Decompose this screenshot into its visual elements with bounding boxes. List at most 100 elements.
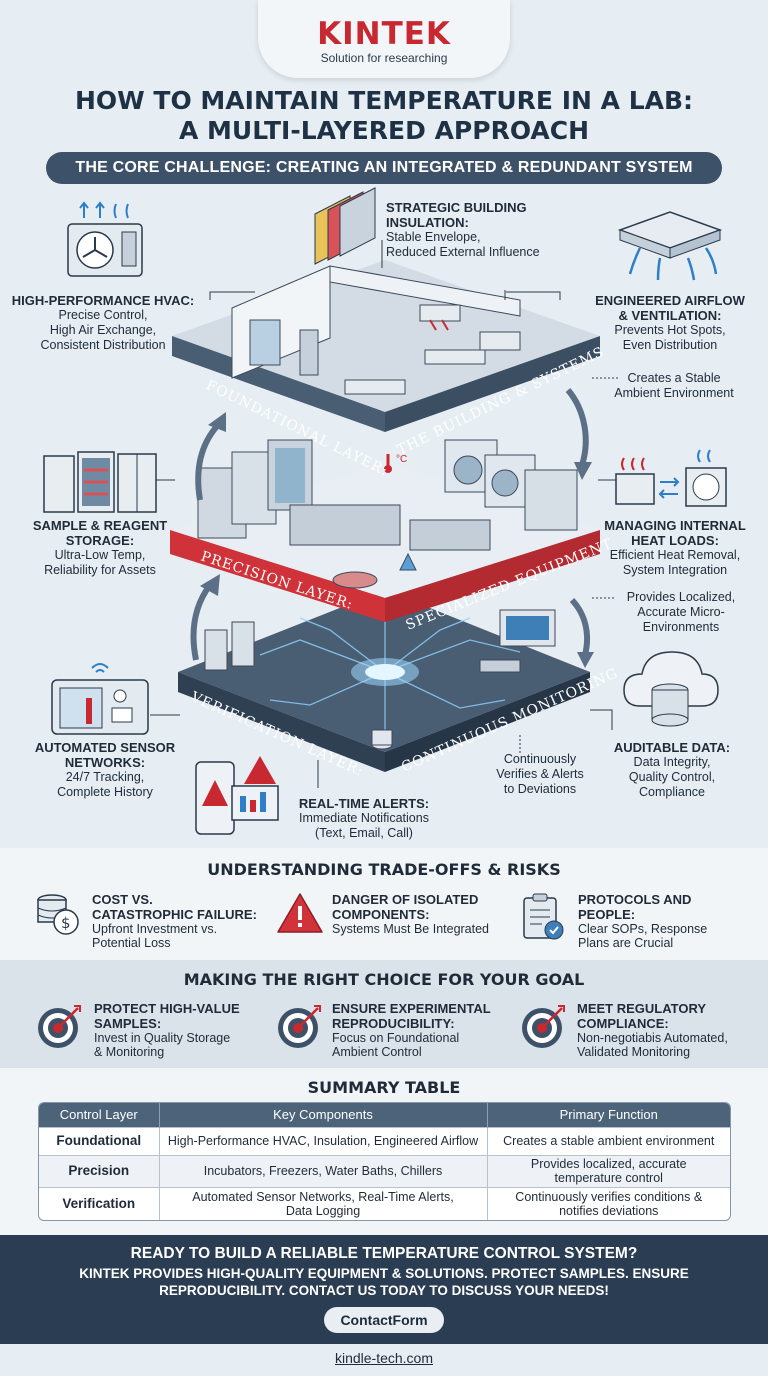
auditable-callout: AUDITABLE DATA: Data Integrity, Quality … — [598, 740, 746, 800]
stable-text-1: Creates a Stable — [627, 371, 721, 385]
airflow-text-1: Prevents Hot Spots, — [614, 323, 726, 337]
choice-samples-h2: SAMPLES: — [94, 1016, 162, 1031]
core-challenge-banner: THE CORE CHALLENGE: CREATING AN INTEGRAT… — [46, 152, 722, 184]
tradeoffs-section: UNDERSTANDING TRADE-OFFS & RISKS $ COST … — [0, 848, 768, 960]
cell-text: Incubators, Freezers, Water Baths, Chill… — [203, 1164, 443, 1178]
tradeoff-isolated-h1: DANGER OF ISOLATED — [332, 892, 479, 907]
tradeoff-cost-h1: COST VS. — [92, 892, 153, 907]
cell-text: Provides localized, accurate — [530, 1157, 687, 1171]
table-header-components: Key Components — [159, 1103, 488, 1127]
auditable-text-2: Quality Control, — [628, 770, 716, 784]
warning-icon — [277, 893, 323, 933]
choice-repro-t1: Focus on Foundational — [332, 1031, 460, 1045]
page-title-line2: A MULTI-LAYERED APPROACH — [178, 116, 590, 145]
verification-layer-slab — [178, 590, 590, 772]
insulation-title-1: STRATEGIC BUILDING — [386, 200, 527, 215]
choice-samples-t2: & Monitoring — [94, 1045, 165, 1059]
heat-text-2: System Integration — [622, 563, 728, 577]
table-cell-function: Continuously verifies conditions &notifi… — [487, 1186, 730, 1220]
tradeoff-isolated-t1: Systems Must Be Integrated — [332, 922, 490, 936]
logo-brand: KINTEK — [317, 16, 451, 52]
alert-devices-icon — [195, 756, 279, 835]
choice-item-compliance: MEET REGULATORY COMPLIANCE: Non-negotiab… — [577, 1001, 763, 1059]
verifies-text-1: Continuously — [503, 752, 577, 766]
hvac-unit-icon — [67, 201, 143, 277]
hvac-callout: HIGH-PERFORMANCE HVAC: Precise Control, … — [6, 293, 200, 353]
heat-loads-callout: MANAGING INTERNAL HEAT LOADS: Efficient … — [590, 518, 760, 578]
choice-compliance-h2: COMPLIANCE: — [577, 1016, 669, 1031]
ceiling-vent-icon — [617, 211, 723, 281]
sensor-text-2: Complete History — [57, 785, 153, 799]
choice-samples-t1: Invest in Quality Storage — [94, 1031, 231, 1045]
contact-form-button[interactable]: ContactForm — [324, 1307, 444, 1333]
verifies-note: Continuously Verifies & Alerts to Deviat… — [482, 752, 598, 797]
micro-text-3: Environments — [642, 620, 720, 634]
target-icon-2 — [278, 1005, 321, 1048]
svg-text:$: $ — [61, 914, 71, 932]
website-link[interactable]: kindle-tech.com — [334, 1350, 434, 1366]
hvac-text-3: Consistent Distribution — [40, 338, 166, 352]
summary-title: SUMMARY TABLE — [307, 1078, 461, 1097]
footer-body: KINTEK PROVIDES HIGH-QUALITY EQUIPMENT &… — [79, 1266, 689, 1298]
cloud-database-icon — [623, 651, 719, 727]
table-header-function: Primary Function — [487, 1103, 730, 1127]
precision-layer-slab: °C — [170, 439, 600, 622]
table-cell-components: Incubators, Freezers, Water Baths, Chill… — [159, 1154, 488, 1187]
table-row: Foundational High-Performance HVAC, Insu… — [39, 1126, 730, 1155]
table-cell-layer: Verification — [39, 1186, 160, 1220]
airflow-text-2: Even Distribution — [622, 338, 718, 352]
foundational-layer-slab — [172, 260, 600, 432]
tradeoff-isolated-h2: COMPONENTS: — [332, 907, 430, 922]
hvac-text-2: High Air Exchange, — [49, 323, 157, 337]
choice-compliance-h1: MEET REGULATORY — [577, 1001, 707, 1016]
tradeoff-protocols-h2: PEOPLE: — [578, 907, 636, 922]
cell-text: temperature control — [554, 1171, 663, 1185]
stable-environment-note: Creates a Stable Ambient Environment — [600, 371, 748, 401]
cell-text: Creates a stable ambient environment — [503, 1134, 715, 1148]
thermometer-label: °C — [396, 454, 407, 465]
auditable-text-3: Compliance — [638, 785, 705, 799]
storage-title-1: SAMPLE & REAGENT — [32, 518, 168, 533]
choice-repro-h1: ENSURE EXPERIMENTAL — [332, 1001, 491, 1016]
footer-cta: READY TO BUILD A RELIABLE TEMPERATURE CO… — [0, 1235, 768, 1344]
table-header-layer: Control Layer — [39, 1103, 160, 1127]
cell-text: Automated Sensor Networks, Real-Time Ale… — [192, 1190, 454, 1205]
airflow-title-1: ENGINEERED AIRFLOW — [595, 293, 745, 308]
cell-text: notifies deviations — [559, 1204, 659, 1219]
alerts-text-1: Immediate Notifications — [299, 811, 429, 825]
sensor-network-icon — [51, 663, 149, 735]
table-cell-function: Creates a stable ambient environment — [487, 1126, 730, 1155]
heat-title-2: HEAT LOADS: — [631, 533, 719, 548]
verifies-text-3: to Deviations — [503, 782, 577, 796]
coins-icon: $ — [37, 894, 79, 935]
cell-text: Data Logging — [285, 1204, 361, 1219]
table-cell-components: High-Performance HVAC, Insulation, Engin… — [159, 1126, 488, 1155]
storage-text-2: Reliability for Assets — [44, 563, 156, 577]
heat-exchange-icon — [615, 449, 727, 507]
auditable-title: AUDITABLE DATA: — [613, 740, 731, 755]
airflow-title-2: & VENTILATION: — [618, 308, 722, 323]
hvac-title: HIGH-PERFORMANCE HVAC: — [11, 293, 195, 308]
choice-title: MAKING THE RIGHT CHOICE FOR YOUR GOAL — [183, 970, 585, 989]
choice-repro-t2: Ambient Control — [332, 1045, 422, 1059]
page-title: HOW TO MAINTAIN TEMPERATURE IN A LAB: A … — [0, 86, 768, 146]
choice-section: MAKING THE RIGHT CHOICE FOR YOUR GOAL PR… — [0, 960, 768, 1068]
choice-samples-h1: PROTECT HIGH-VALUE — [94, 1001, 240, 1016]
choice-compliance-t1: Non-negotiabis Automated, — [577, 1031, 728, 1045]
sensor-callout: AUTOMATED SENSOR NETWORKS: 24/7 Tracking… — [20, 740, 190, 800]
footer-headline: READY TO BUILD A RELIABLE TEMPERATURE CO… — [130, 1245, 638, 1262]
choice-compliance-t2: Validated Monitoring — [577, 1045, 691, 1059]
storage-title-2: STORAGE: — [65, 533, 135, 548]
micro-text-1: Provides Localized, — [626, 590, 736, 604]
airflow-callout: ENGINEERED AIRFLOW & VENTILATION: Preven… — [582, 293, 758, 353]
insulation-title-2: INSULATION: — [386, 215, 469, 230]
page-title-line1: HOW TO MAINTAIN TEMPERATURE IN A LAB: — [74, 86, 694, 115]
heat-title-1: MANAGING INTERNAL — [604, 518, 746, 533]
insulation-text-2: Reduced External Influence — [386, 245, 540, 259]
table-cell-layer: Precision — [39, 1154, 160, 1187]
sensor-title-1: AUTOMATED SENSOR — [34, 740, 176, 755]
logo-tagline: Solution for researching — [320, 51, 448, 65]
tradeoff-item-protocols: PROTOCOLS AND PEOPLE: Clear SOPs, Respon… — [578, 892, 758, 950]
alerts-text-2: (Text, Email, Call) — [315, 826, 413, 840]
tradeoff-item-cost: COST VS. CATASTROPHIC FAILURE: Upfront I… — [92, 892, 262, 950]
